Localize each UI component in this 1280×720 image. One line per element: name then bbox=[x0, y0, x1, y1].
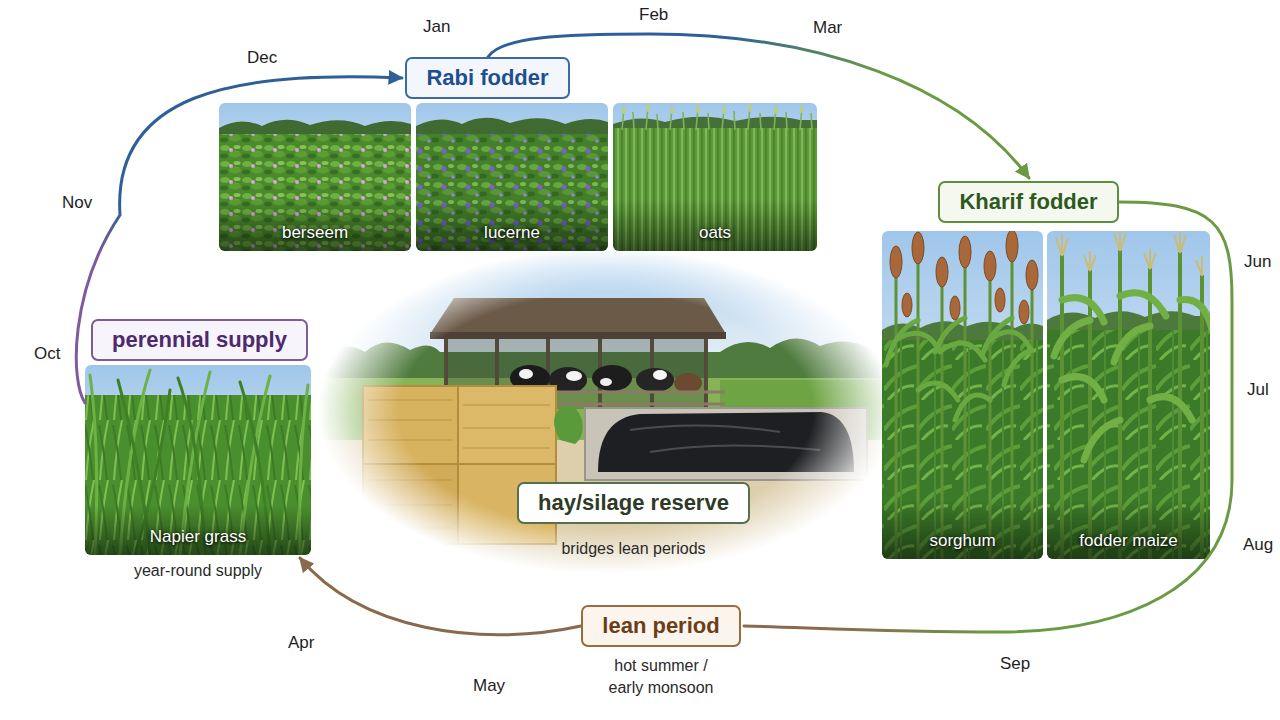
caption-text: hot summer / early monsoon bbox=[599, 655, 724, 698]
month-label: Feb bbox=[639, 5, 668, 25]
reserve-box: hay/silage reservebridges lean periods bbox=[517, 482, 750, 524]
crop-photo-tile: sorghum bbox=[882, 231, 1043, 559]
crop-label: lucerne bbox=[416, 223, 608, 243]
cycle-arrow bbox=[300, 558, 581, 635]
cycle-arrow bbox=[744, 202, 1232, 632]
month-label: Aug bbox=[1243, 535, 1273, 555]
month-label: Apr bbox=[288, 633, 314, 653]
month-label: Jul bbox=[1247, 380, 1269, 400]
header-text: lean period bbox=[601, 612, 721, 640]
silage-pit bbox=[554, 406, 867, 480]
napier-photo bbox=[85, 365, 311, 555]
season-header: perennial supply bbox=[91, 319, 308, 361]
crop-photo-tile: oats bbox=[613, 103, 817, 251]
crop-photo-tile: Napier grassyear-round supply bbox=[85, 365, 311, 555]
crop-label: fodder maize bbox=[1047, 531, 1210, 551]
farm-scene bbox=[318, 248, 894, 574]
month-label: Dec bbox=[247, 48, 277, 68]
header-text: perennial supply bbox=[111, 326, 288, 354]
cycle-arrow bbox=[76, 77, 402, 403]
month-label: Jan bbox=[423, 17, 450, 37]
sorghum-photo bbox=[882, 231, 1043, 559]
lean-period-box: lean periodhot summer / early monsoon bbox=[581, 605, 741, 647]
header-text: Rabi fodder bbox=[425, 64, 550, 92]
lucerne-photo bbox=[416, 103, 608, 251]
caption-text: bridges lean periods bbox=[561, 538, 705, 560]
crop-photo-tile: fodder maize bbox=[1047, 231, 1210, 559]
crop-photo-tile: lucerne bbox=[416, 103, 608, 251]
month-label: Jun bbox=[1244, 252, 1271, 272]
month-label: Sep bbox=[1000, 654, 1030, 674]
berseem-photo bbox=[219, 103, 411, 251]
crop-label: oats bbox=[613, 223, 817, 243]
season-header: Kharif fodder bbox=[938, 181, 1119, 223]
month-label: May bbox=[473, 676, 505, 696]
cycle-arrow bbox=[488, 34, 1029, 178]
month-label: Oct bbox=[34, 344, 60, 364]
crop-label: sorghum bbox=[882, 531, 1043, 551]
header-text: Kharif fodder bbox=[958, 188, 1099, 216]
header-text: hay/silage reserve bbox=[537, 489, 730, 517]
crop-label: Napier grass bbox=[85, 527, 311, 547]
maize-photo bbox=[1047, 231, 1210, 559]
crop-photo-tile: berseem bbox=[219, 103, 411, 251]
crop-label: berseem bbox=[219, 223, 411, 243]
month-label: Nov bbox=[62, 193, 92, 213]
caption-text: year-round supply bbox=[134, 560, 262, 582]
oats-photo bbox=[613, 103, 817, 251]
season-header: Rabi fodder bbox=[405, 57, 570, 99]
month-label: Mar bbox=[813, 18, 842, 38]
